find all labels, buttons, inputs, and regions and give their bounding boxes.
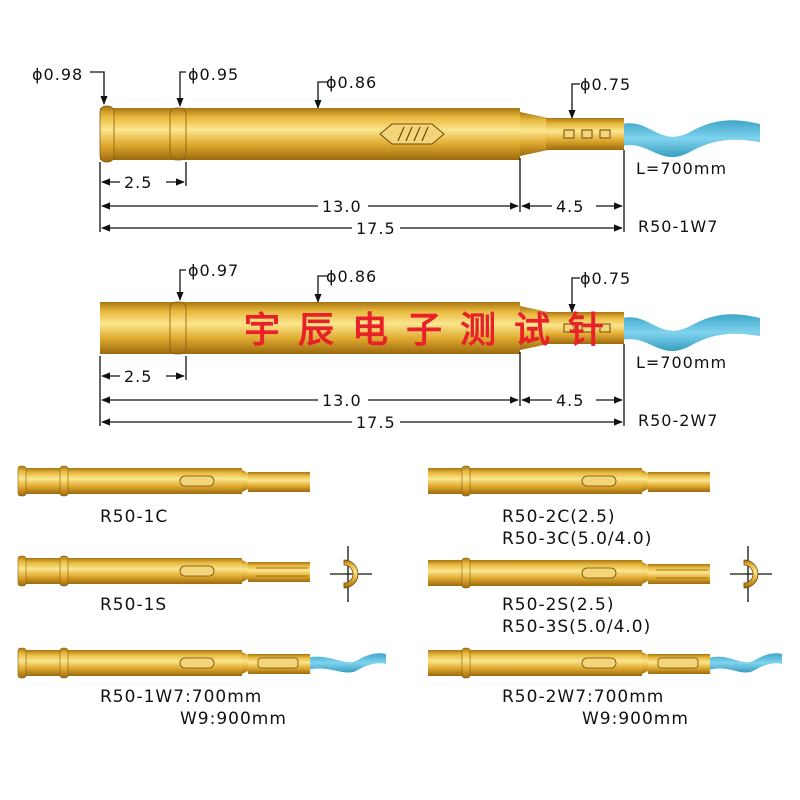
probe-body bbox=[99, 105, 624, 163]
variant-label: R50-1C bbox=[100, 507, 168, 527]
diameter-label: ϕ0.97 bbox=[188, 261, 239, 280]
variant-label: R50-1W7:700mm bbox=[100, 687, 262, 707]
variant-label: R50-3S(5.0/4.0) bbox=[502, 617, 651, 637]
variant-r50-2s: R50-2S(2.5) R50-3S(5.0/4.0) bbox=[428, 557, 710, 637]
dimension-label: 4.5 bbox=[556, 391, 584, 410]
variant-label: R50-2C(2.5) bbox=[502, 507, 616, 527]
dimension-label: 4.5 bbox=[556, 197, 584, 216]
variant-r50-1s: R50-1S bbox=[17, 555, 310, 615]
diameter-label: ϕ0.75 bbox=[580, 269, 631, 288]
variant-r50-2c: R50-2C(2.5) R50-3C(5.0/4.0) bbox=[428, 465, 710, 549]
dimension-label: 17.5 bbox=[356, 413, 396, 432]
wire-cable bbox=[622, 120, 760, 158]
model-label: R50-1W7 bbox=[638, 217, 718, 236]
diameter-label: ϕ0.98 bbox=[32, 65, 83, 84]
variant-label: R50-3C(5.0/4.0) bbox=[502, 529, 652, 549]
drawing-r50-1w7: ϕ0.98 ϕ0.95 ϕ0.86 ϕ0.75 2.5 13.0 4.5 17.… bbox=[32, 65, 760, 238]
model-label: R50-2W7 bbox=[638, 411, 718, 430]
drawing-r50-2w7: 宇辰电子测试针 ϕ0.97 ϕ0.86 ϕ0.75 2.5 13.0 4.5 1… bbox=[99, 261, 760, 432]
variant-r50-2w7: R50-2W7:700mm W9:900mm bbox=[428, 647, 782, 729]
variant-label: W9:900mm bbox=[180, 709, 287, 729]
dimension-label: 13.0 bbox=[322, 197, 362, 216]
wire-length-label: L=700mm bbox=[636, 353, 727, 372]
diameter-label: ϕ0.86 bbox=[326, 73, 377, 92]
variant-label: R50-2S(2.5) bbox=[502, 595, 615, 615]
wire-cable bbox=[622, 314, 760, 352]
cross-section-icon bbox=[330, 546, 372, 602]
cross-section-icon bbox=[730, 546, 772, 602]
diameter-label: ϕ0.95 bbox=[188, 65, 239, 84]
dimension-label: 13.0 bbox=[322, 391, 362, 410]
wire-length-label: L=700mm bbox=[636, 159, 727, 178]
variant-label: W9:900mm bbox=[582, 709, 689, 729]
watermark-text: 宇辰电子测试针 bbox=[244, 309, 622, 351]
dimension-label: 2.5 bbox=[124, 173, 152, 192]
diameter-label: ϕ0.86 bbox=[326, 267, 377, 286]
variant-r50-1c: R50-1C bbox=[17, 465, 310, 527]
diameter-label: ϕ0.75 bbox=[580, 75, 631, 94]
probe-body bbox=[100, 301, 624, 355]
dimension-label: 2.5 bbox=[124, 367, 152, 386]
dimension-label: 17.5 bbox=[356, 219, 396, 238]
variant-label: R50-1S bbox=[100, 595, 167, 615]
variant-r50-1w7: R50-1W7:700mm W9:900mm bbox=[17, 647, 386, 729]
variant-label: R50-2W7:700mm bbox=[502, 687, 664, 707]
